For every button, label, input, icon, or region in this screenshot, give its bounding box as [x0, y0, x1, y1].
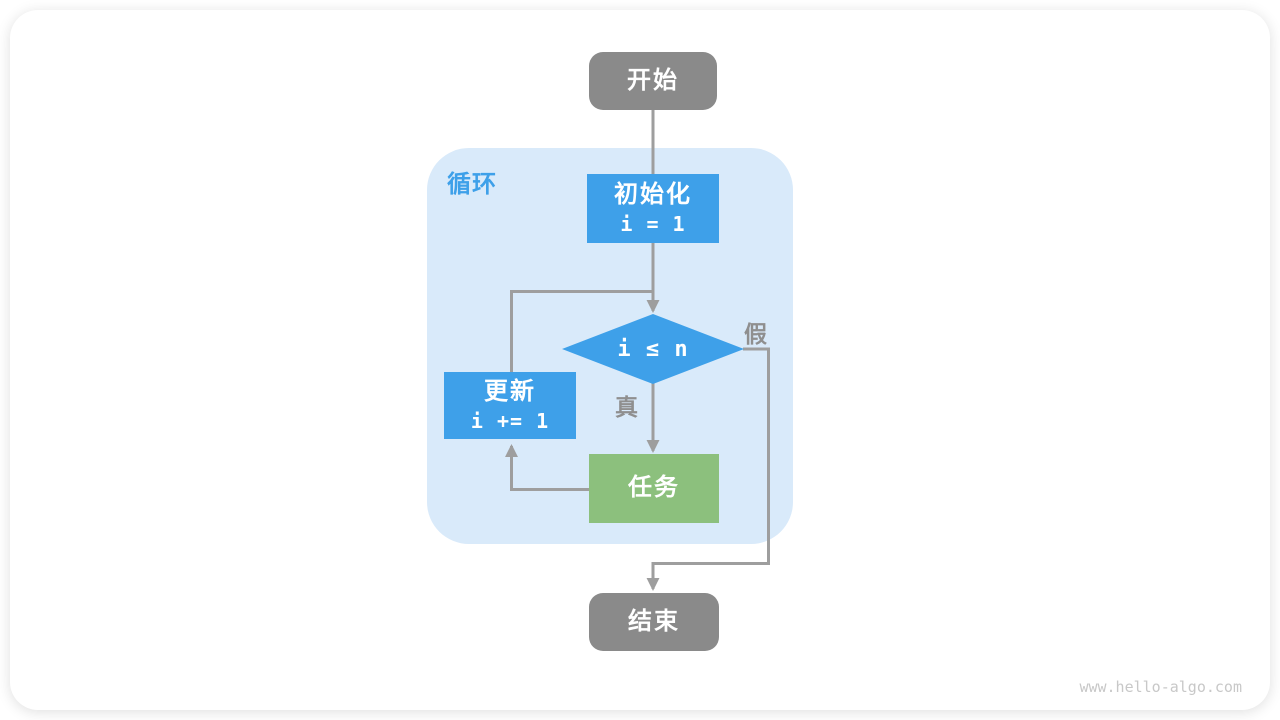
task-node: 任务: [589, 454, 719, 523]
end-node-label: 结束: [628, 607, 680, 635]
init-node-label: 初始化: [614, 180, 692, 208]
start-node: 开始: [589, 52, 717, 110]
false-edge-label: 假: [744, 321, 767, 347]
end-node: 结束: [589, 593, 719, 651]
update-node-label: 更新: [484, 377, 536, 405]
true-edge-label: 真: [615, 394, 638, 420]
condition-label: i ≤ n: [617, 336, 689, 362]
loop-label: 循环: [447, 171, 497, 198]
edge-condition-false-to-end: [646, 347, 770, 591]
start-node-label: 开始: [627, 66, 679, 94]
task-node-label: 任务: [628, 474, 680, 502]
update-node-code: i += 1: [470, 409, 550, 434]
init-node: 初始化 i = 1: [587, 174, 719, 243]
watermark: www.hello-algo.com: [1079, 678, 1242, 696]
update-node: 更新 i += 1: [444, 372, 576, 439]
init-node-code: i = 1: [620, 212, 686, 237]
edge-task-to-update: [505, 444, 590, 491]
edge-update-merge: [510, 290, 655, 373]
